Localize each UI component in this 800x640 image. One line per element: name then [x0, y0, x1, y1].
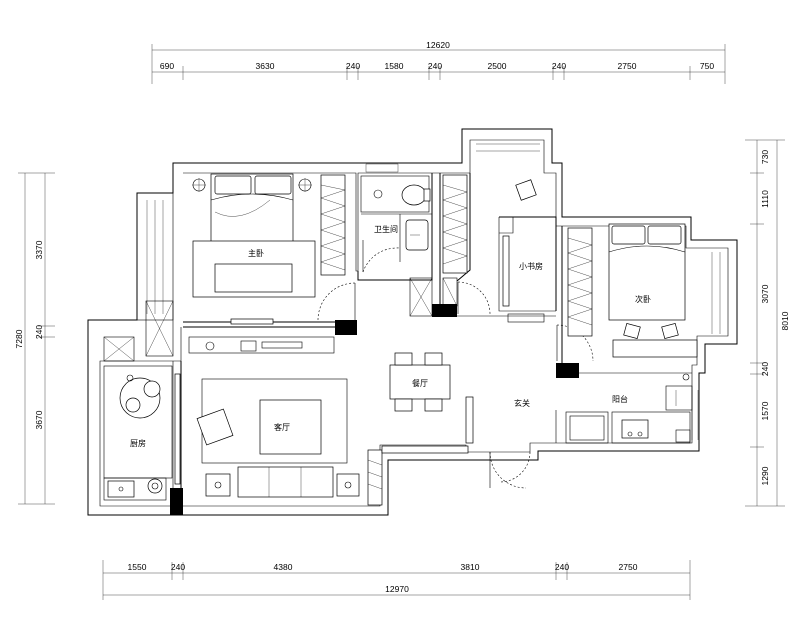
- living-room: 客厅: [196, 378, 469, 506]
- dining-table: [389, 364, 451, 400]
- bottom-seg-4: 3810: [461, 562, 480, 572]
- bathroom: 卫生间: [360, 175, 433, 317]
- utility-room: [103, 300, 335, 362]
- bottom-seg-5: 240: [555, 562, 569, 572]
- top-seg-1: 690: [160, 61, 174, 71]
- interior-walls: [170, 173, 692, 515]
- room-label-entrance: 玄关: [514, 398, 530, 408]
- top-seg-2: 3630: [256, 61, 275, 71]
- right-seg-2: 1110: [760, 190, 770, 208]
- top-seg-5: 240: [428, 61, 442, 71]
- washer-icon: [621, 419, 649, 439]
- bottom-seg-1: 1550: [128, 562, 147, 572]
- room-label-study: 小书房: [519, 261, 543, 271]
- study-chair: [515, 179, 537, 201]
- top-seg-9: 750: [700, 61, 714, 71]
- toilet-icon: [401, 184, 427, 206]
- left-seg-1: 3370: [34, 240, 44, 259]
- dining-area: 餐厅: [389, 352, 474, 444]
- room-label-master-bedroom: 主卧: [248, 248, 264, 258]
- coffee-table: [259, 399, 322, 455]
- top-seg-8: 2750: [618, 61, 637, 71]
- master-wardrobe: [320, 174, 346, 276]
- bottom-seg-2: 240: [171, 562, 185, 572]
- sink-icon: [107, 480, 135, 498]
- top-dimension-chain: 12620 690 3630 240 1580 240 2500 240 275…: [151, 40, 726, 84]
- room-label-balcony-room: 阳台: [612, 394, 628, 404]
- top-seg-7: 240: [552, 61, 566, 71]
- top-seg-4: 1580: [385, 61, 404, 71]
- right-seg-5: 1570: [760, 401, 770, 420]
- right-seg-3: 3070: [760, 284, 770, 303]
- left-total-label: 7280: [14, 329, 24, 348]
- bottom-seg-3: 4380: [274, 562, 293, 572]
- study: 小书房: [502, 179, 543, 307]
- armchair: [196, 408, 234, 446]
- room-label-second-bedroom: 次卧: [635, 294, 651, 304]
- bottom-total-label: 12970: [385, 584, 409, 594]
- stove-icon: [147, 478, 163, 494]
- top-total-label: 12620: [426, 40, 450, 50]
- right-seg-6: 1290: [760, 466, 770, 485]
- sofa: [237, 466, 334, 498]
- right-seg-4: 240: [760, 362, 770, 376]
- bottom-dimension-chain: 1550 240 4380 3810 240 2750 12970: [102, 560, 691, 600]
- kitchen: 厨房: [103, 365, 181, 501]
- right-seg-1: 730: [760, 150, 770, 164]
- hall-wardrobe: [442, 174, 468, 307]
- top-seg-6: 2500: [488, 61, 507, 71]
- top-seg-3: 240: [346, 61, 360, 71]
- right-total-label: 8010: [780, 311, 790, 330]
- left-seg-3: 3670: [34, 410, 44, 429]
- left-seg-2: 240: [34, 325, 44, 339]
- room-label-kitchen: 厨房: [130, 438, 146, 448]
- room-label-living: 客厅: [274, 422, 290, 432]
- second-wardrobe: [567, 227, 593, 337]
- bottom-seg-6: 2750: [619, 562, 638, 572]
- right-dimension-chain: 730 1110 3070 240 1570 1290 8010: [745, 139, 790, 507]
- room-label-dining: 餐厅: [412, 379, 428, 388]
- master-bedroom: 主卧: [192, 173, 346, 325]
- second-bedroom: 次卧: [567, 223, 698, 358]
- left-dimension-chain: 7280 3370 240 3670: [14, 172, 55, 505]
- room-label-bathroom: 卫生间: [374, 224, 398, 234]
- entrance: 玄关: [514, 398, 530, 408]
- balcony-room: 阳台: [565, 373, 693, 444]
